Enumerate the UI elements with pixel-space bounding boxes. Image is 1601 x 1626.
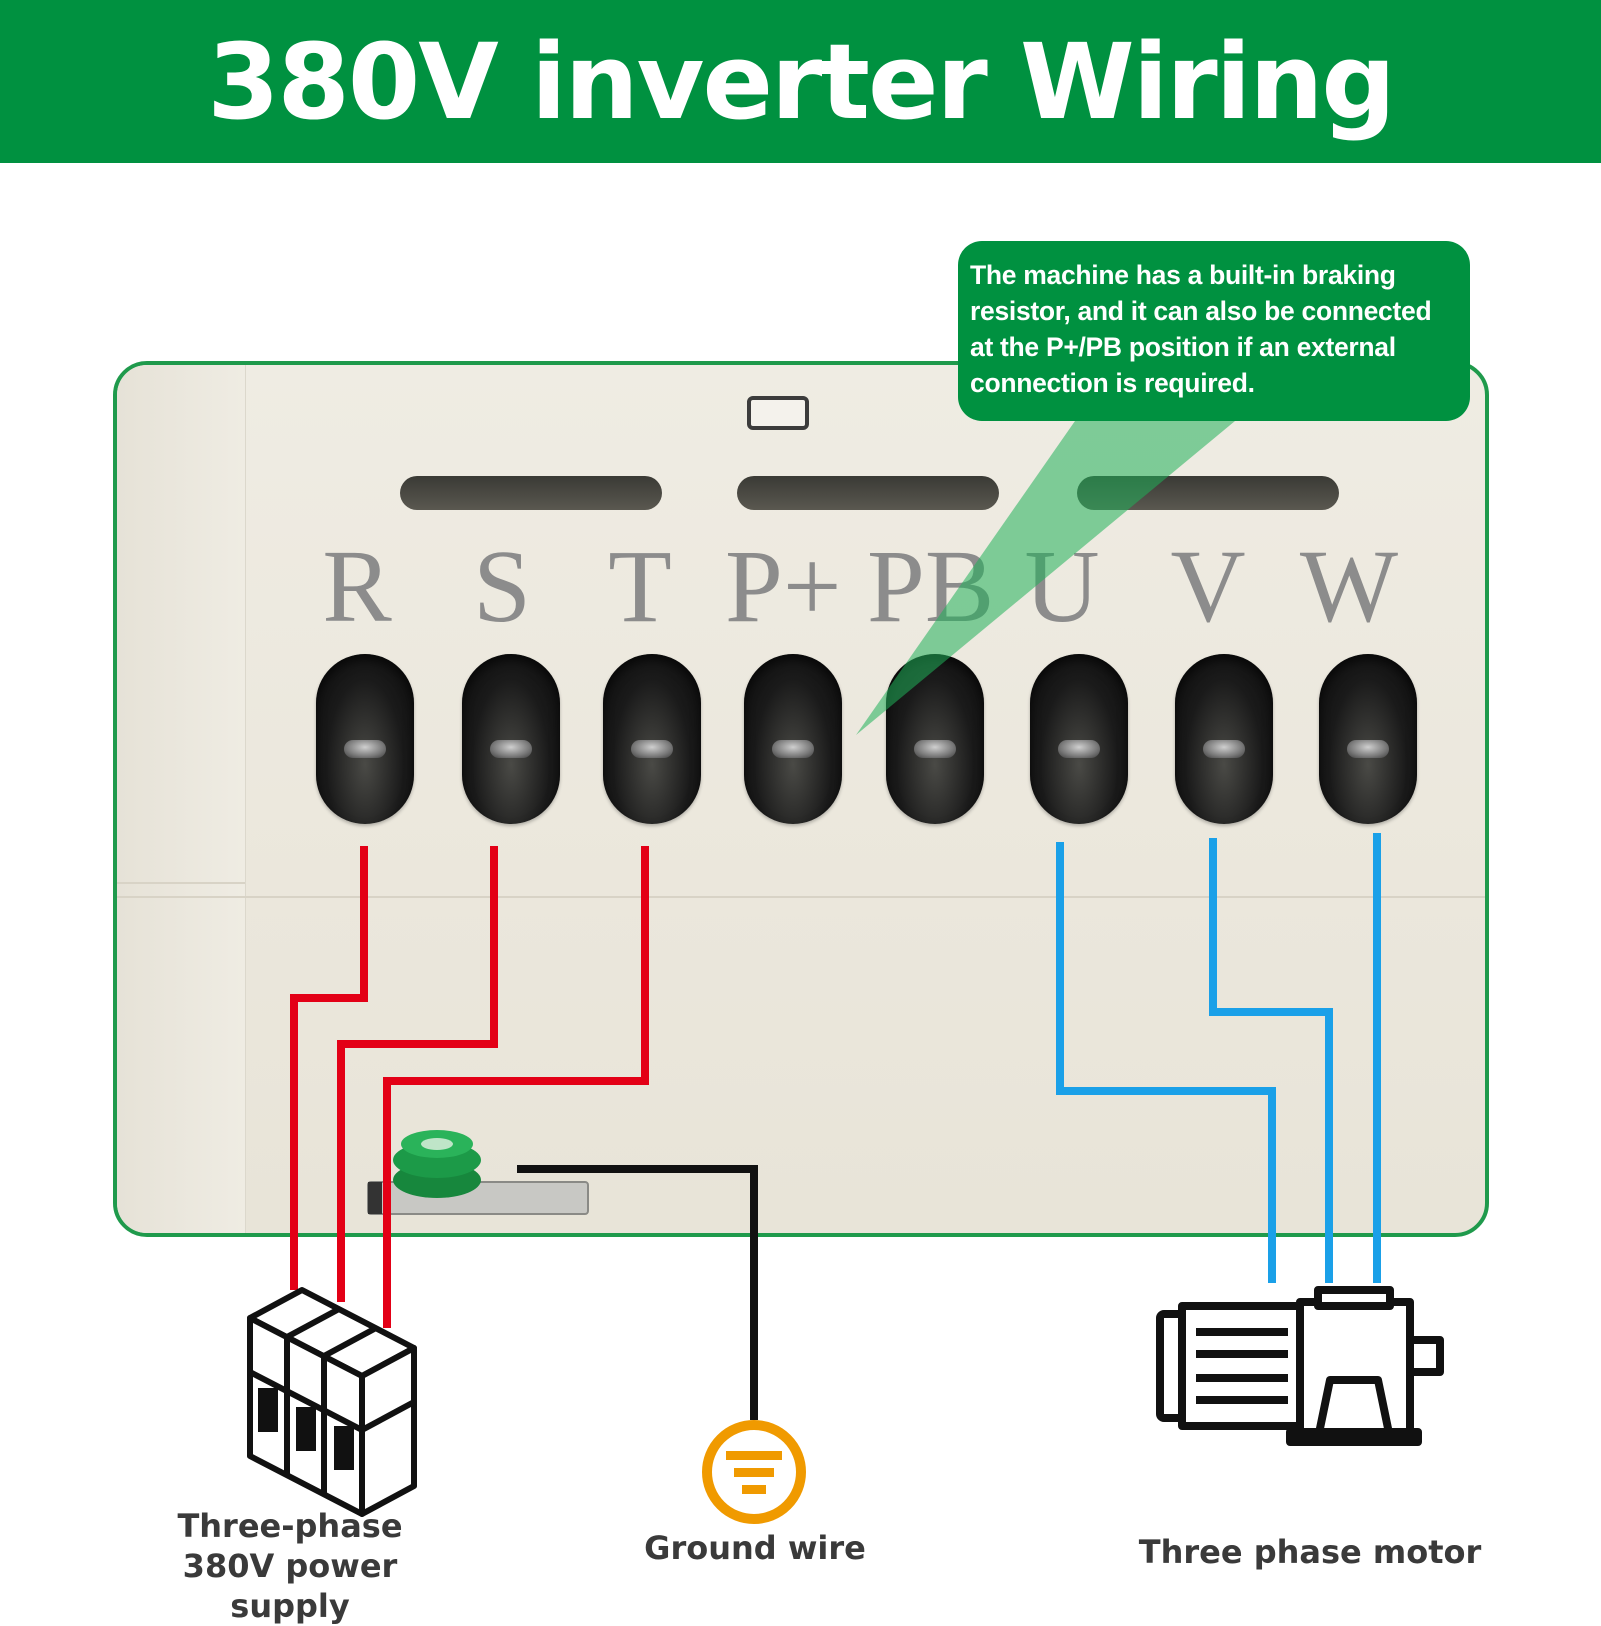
panel-seam-left [117, 882, 245, 884]
header-banner: 380V inverter Wiring [0, 0, 1601, 163]
terminal-label-w: W [1299, 529, 1399, 644]
motor-icon [1156, 1286, 1444, 1446]
power-supply-caption: Three-phase 380V power supply [120, 1506, 460, 1626]
braking-resistor-note: The machine has a built-in braking resis… [958, 241, 1470, 421]
terminal-hole-r [316, 654, 414, 824]
page-title: 380V inverter Wiring [207, 20, 1396, 143]
vent-slot [400, 476, 662, 510]
power-supply-caption-line1: Three-phase [177, 1507, 403, 1545]
terminal-screw [490, 740, 532, 758]
motor-wires [1056, 833, 1381, 1283]
callout-pointer [856, 421, 1235, 735]
terminal-screw [1058, 740, 1100, 758]
panel-seam [117, 896, 1485, 898]
ground-wire-caption: Ground wire [644, 1529, 866, 1567]
terminal-screw [1203, 740, 1245, 758]
terminal-hole-t [603, 654, 701, 824]
panel-side-strip [117, 365, 246, 1233]
wire-v [1209, 838, 1333, 1283]
vent-slot [737, 476, 999, 510]
wire-r [290, 846, 368, 1290]
terminal-screw [1347, 740, 1389, 758]
wire-t [383, 846, 649, 1328]
terminal-hole-w [1319, 654, 1417, 824]
power-wires [290, 846, 649, 1328]
callout-text: The machine has a built-in braking resis… [970, 260, 1432, 398]
terminal-hole-s [462, 654, 560, 824]
terminal-screw [772, 740, 814, 758]
terminal-label-s: S [473, 529, 531, 644]
motor-caption: Three phase motor [1138, 1533, 1482, 1571]
terminal-label-t: T [608, 529, 672, 644]
terminal-hole-p-plus [744, 654, 842, 824]
breaker-icon [247, 1287, 417, 1517]
power-supply-caption-line2: 380V power supply [182, 1547, 398, 1625]
terminal-screw [631, 740, 673, 758]
ground-icon [702, 1420, 806, 1524]
wire-s [337, 846, 498, 1302]
terminal-hole-pb [886, 654, 984, 824]
ground-wire [517, 1165, 758, 1420]
terminal-label-v: V [1170, 529, 1246, 644]
indicator-window [747, 396, 809, 430]
terminal-hole-u [1030, 654, 1128, 824]
terminal-screw [344, 740, 386, 758]
wire-u [1056, 842, 1276, 1283]
terminal-label-r: R [322, 529, 392, 644]
terminal-label-p-plus: P+ [725, 529, 842, 644]
terminal-screw [914, 740, 956, 758]
terminal-hole-v [1175, 654, 1273, 824]
ground-terminal [367, 1130, 589, 1215]
